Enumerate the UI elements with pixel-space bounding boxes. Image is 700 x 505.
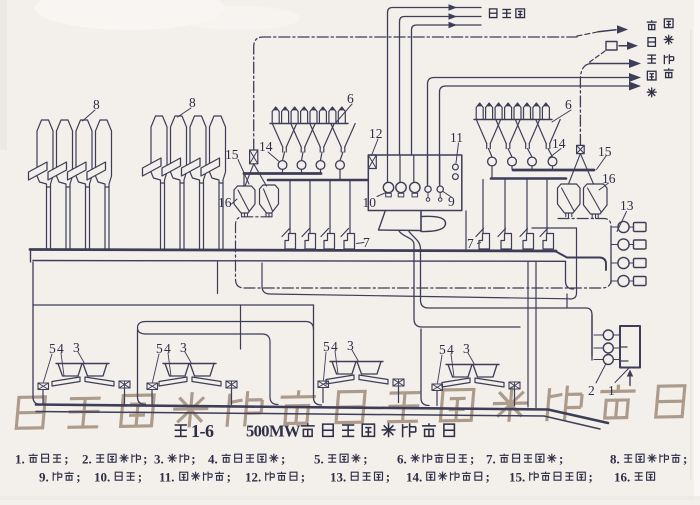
svg-text:5: 5 xyxy=(323,339,330,354)
svg-text:10: 10 xyxy=(363,195,377,210)
svg-text:12: 12 xyxy=(369,126,383,141)
svg-text:3: 3 xyxy=(180,340,187,355)
svg-text:3.: 3. xyxy=(154,452,164,467)
svg-text:4: 4 xyxy=(447,342,454,357)
svg-text:;: ; xyxy=(227,469,231,484)
svg-text:5: 5 xyxy=(156,341,163,356)
svg-text:8.: 8. xyxy=(610,452,620,467)
svg-text:;: ; xyxy=(76,469,80,484)
svg-text:14.: 14. xyxy=(406,470,422,485)
svg-text:14: 14 xyxy=(259,139,273,154)
svg-text:3: 3 xyxy=(73,340,80,355)
svg-text:4: 4 xyxy=(331,339,338,354)
svg-text:7: 7 xyxy=(467,236,474,251)
svg-text:5: 5 xyxy=(49,341,56,356)
svg-text:3: 3 xyxy=(347,338,354,353)
svg-text:3: 3 xyxy=(463,341,470,356)
svg-text:;: ; xyxy=(589,469,593,484)
svg-text:10.: 10. xyxy=(94,470,110,485)
svg-text:;: ; xyxy=(64,451,68,466)
svg-text:;: ; xyxy=(281,451,285,466)
svg-text:;: ; xyxy=(559,451,563,466)
svg-text:14: 14 xyxy=(552,136,566,151)
svg-text:;: ; xyxy=(301,469,305,484)
svg-text:;: ; xyxy=(143,451,147,466)
svg-text:5: 5 xyxy=(439,342,446,357)
svg-text:6: 6 xyxy=(347,91,354,106)
svg-text:;: ; xyxy=(191,451,195,466)
svg-text:15: 15 xyxy=(225,147,239,162)
svg-text:16: 16 xyxy=(602,171,616,186)
svg-text:4.: 4. xyxy=(208,452,218,467)
svg-text:2: 2 xyxy=(588,383,595,398)
svg-text:15.: 15. xyxy=(509,470,525,485)
svg-text:;: ; xyxy=(386,469,390,484)
svg-text:6: 6 xyxy=(565,97,572,112)
svg-text:500MW: 500MW xyxy=(246,422,301,441)
svg-text:7.: 7. xyxy=(486,452,496,467)
svg-text:;: ; xyxy=(470,451,474,466)
svg-text:;: ; xyxy=(486,469,490,484)
svg-text:6.: 6. xyxy=(397,452,407,467)
svg-text:13: 13 xyxy=(620,198,634,213)
svg-text:11.: 11. xyxy=(159,470,175,485)
svg-text:9: 9 xyxy=(448,194,455,209)
svg-text:1.: 1. xyxy=(15,452,25,467)
svg-text:12.: 12. xyxy=(245,470,261,485)
svg-text:9.: 9. xyxy=(39,470,49,485)
svg-text:;: ; xyxy=(363,451,367,466)
svg-text:;: ; xyxy=(138,469,142,484)
svg-text:4: 4 xyxy=(164,341,171,356)
svg-text:1: 1 xyxy=(608,383,615,398)
svg-text:5.: 5. xyxy=(314,452,324,467)
svg-text:7: 7 xyxy=(363,235,370,250)
svg-text:11: 11 xyxy=(450,130,463,145)
svg-text:8: 8 xyxy=(93,97,100,112)
svg-text:16: 16 xyxy=(218,195,232,210)
svg-text:4: 4 xyxy=(57,341,64,356)
svg-text:15: 15 xyxy=(598,144,612,159)
svg-text:8: 8 xyxy=(189,95,196,110)
svg-text:;: ; xyxy=(683,451,687,466)
svg-text:1-6: 1-6 xyxy=(191,421,214,441)
svg-text:2.: 2. xyxy=(82,452,92,467)
svg-text:13.: 13. xyxy=(330,470,346,485)
svg-text:16.: 16. xyxy=(614,470,630,485)
